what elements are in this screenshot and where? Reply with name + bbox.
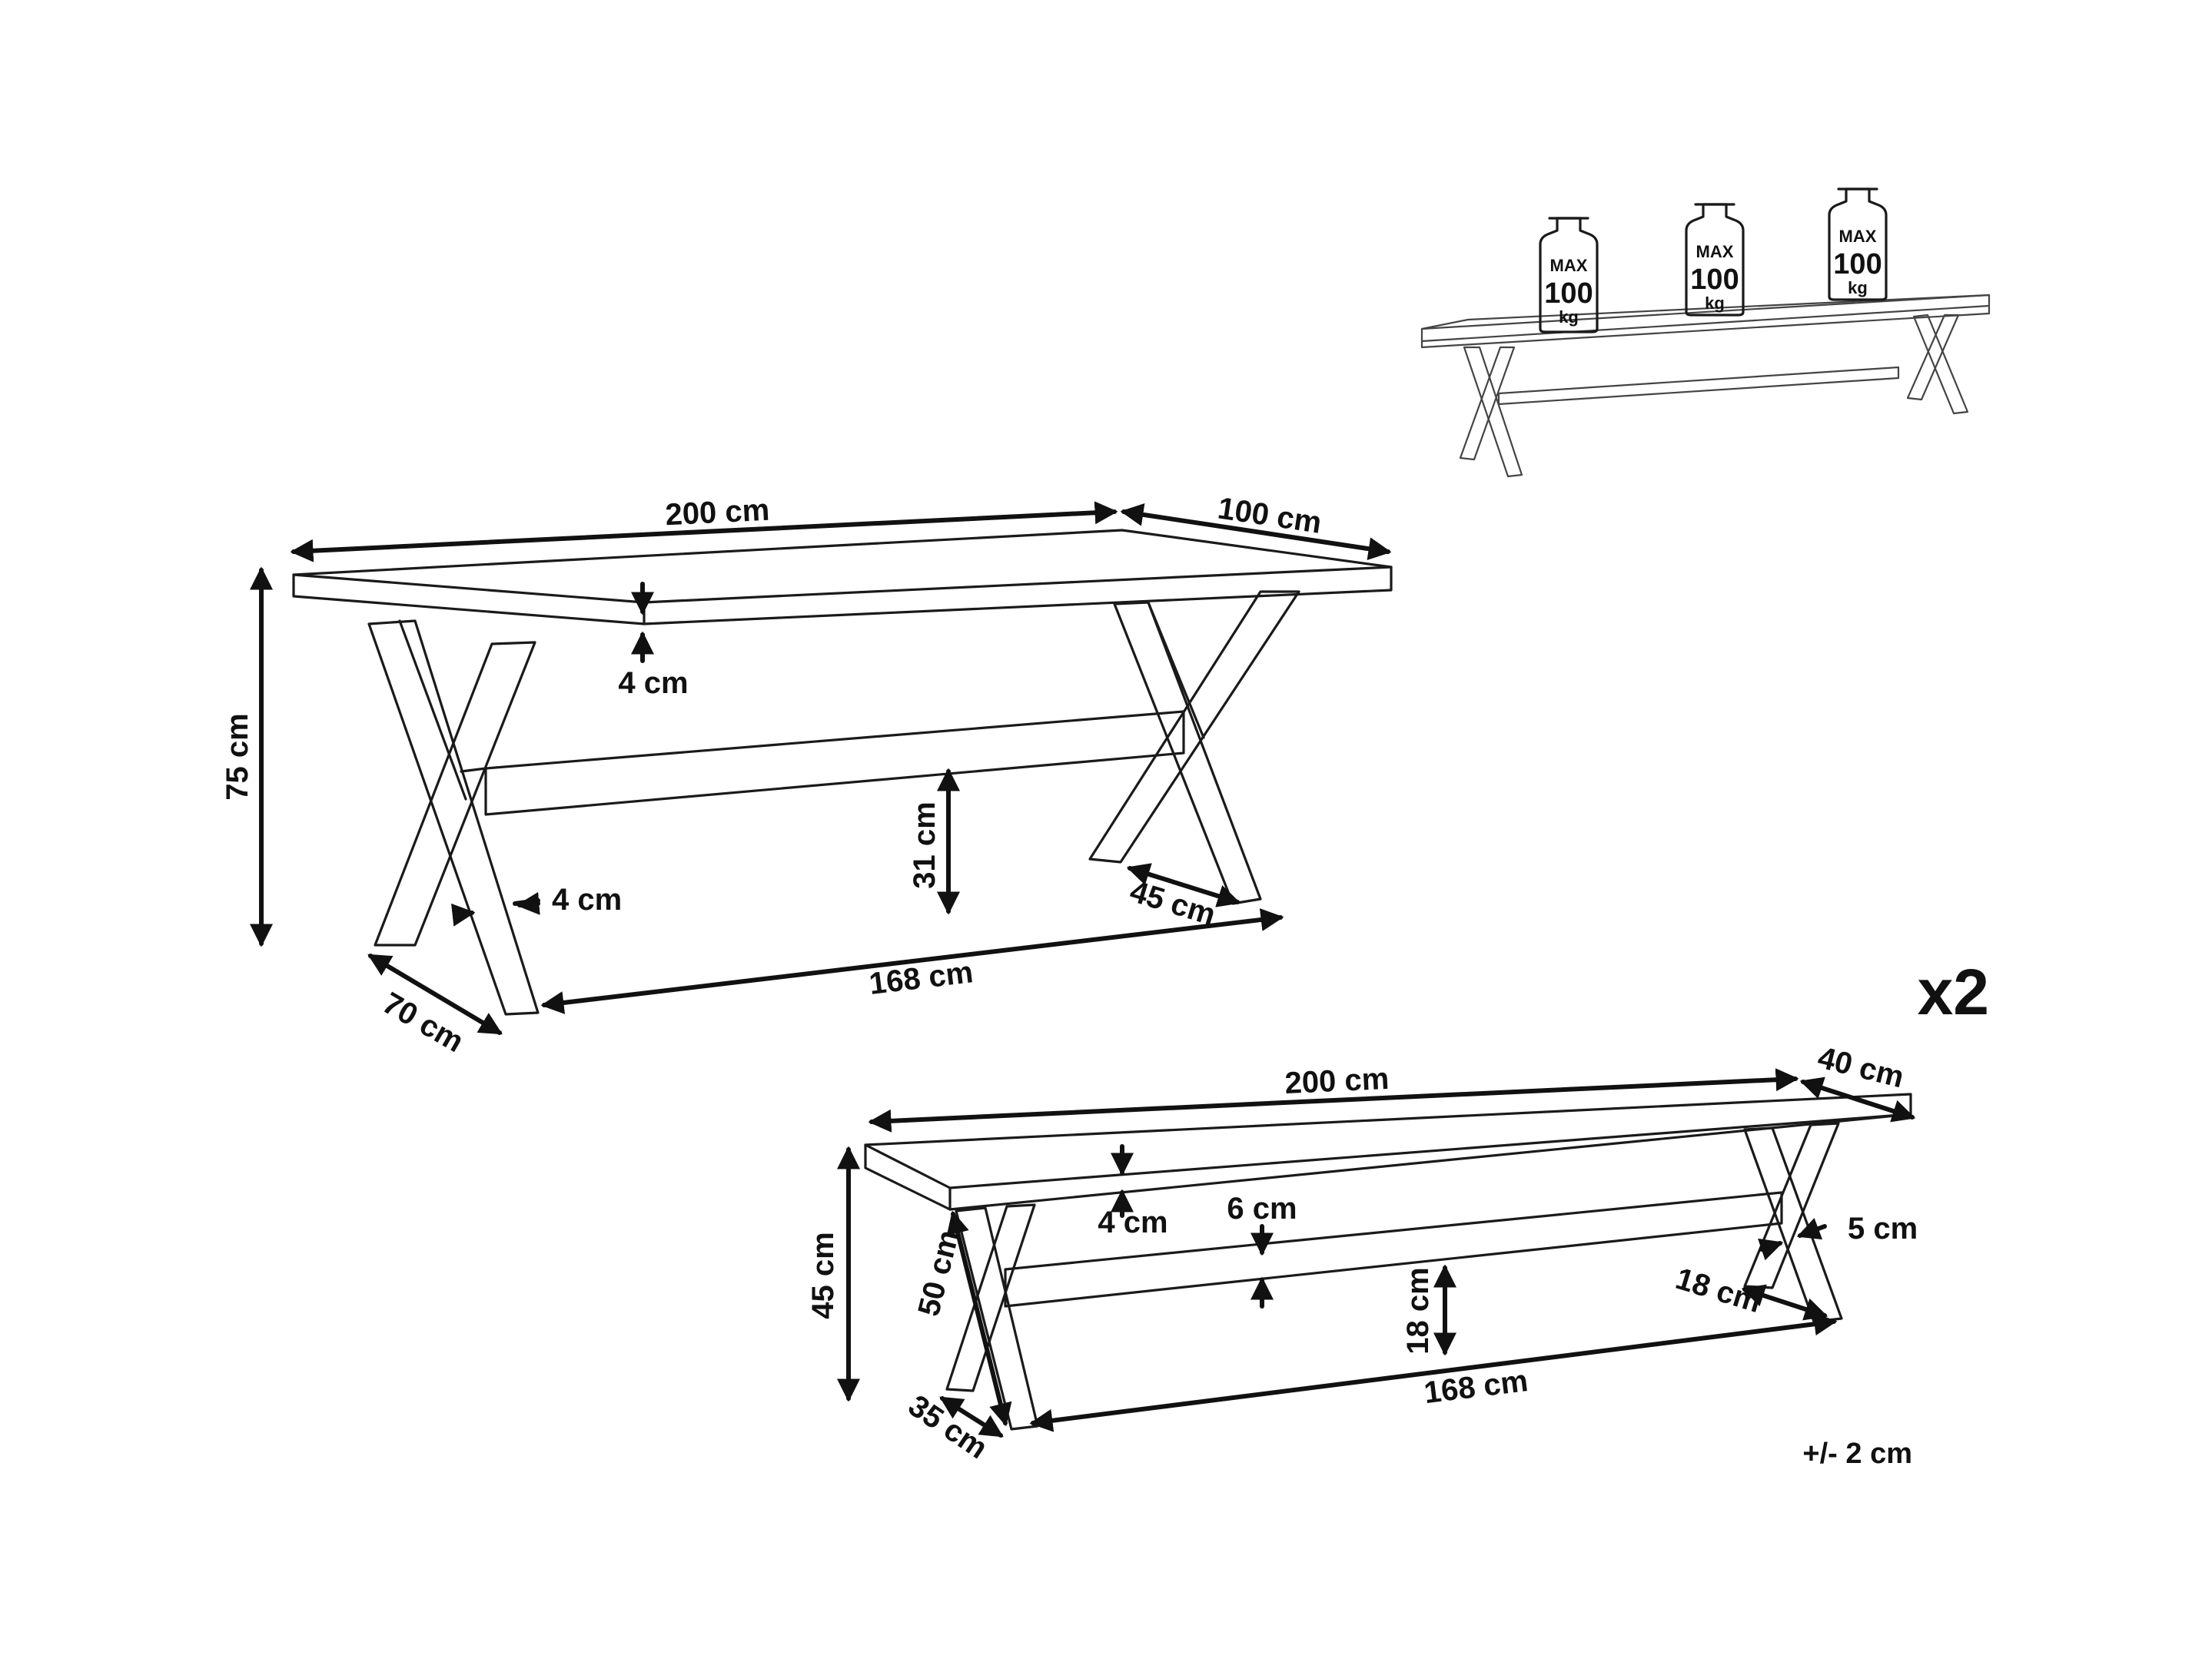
bench-width-line: [1799, 1076, 1916, 1123]
weight-icon-unit: kg: [1705, 294, 1725, 313]
bench-leg-foot-line: [1741, 1284, 1828, 1321]
table-length-line: [290, 501, 1118, 562]
table-leg-span-length-line: [540, 908, 1284, 1014]
table-leg-thickness-label: 4 cm: [552, 883, 622, 917]
bench-leg-length-label: 50 cm: [912, 1227, 965, 1320]
bench-width-label: 40 cm: [1815, 1040, 1908, 1094]
table-leg-span-length-label: 168 cm: [867, 955, 975, 1001]
table-leg-foot-line: [1126, 863, 1241, 907]
weight-icon-value: 100: [1544, 277, 1593, 310]
weight-icon-3: MAX 100 kg: [1828, 187, 1888, 301]
weight-icon-unit: kg: [1559, 307, 1579, 327]
table-leg-thickness-arrow-right: [450, 903, 476, 927]
bench-stretcher-height-label: 18 cm: [1401, 1267, 1435, 1354]
bench-length-label: 200 cm: [1284, 1062, 1390, 1100]
table-stretcher-height-label: 31 cm: [908, 801, 942, 888]
weight-icon-max-label: MAX: [1696, 242, 1734, 261]
bench-leg-span-depth-line: [939, 1396, 1004, 1438]
table-height-label: 75 cm: [221, 713, 254, 800]
load-capacity-illustration: MAX 100 kg MAX 100 kg MAX 100 kg: [1420, 187, 1991, 478]
table-leg-span-depth-label: 70 cm: [377, 986, 469, 1059]
bench-leg-thickness-label: 5 cm: [1848, 1212, 1918, 1246]
weight-icon-max-label: MAX: [1550, 256, 1588, 275]
weight-icon-max-label: MAX: [1839, 227, 1877, 246]
table-width-line: [1120, 503, 1392, 561]
bench-height-label: 45 cm: [806, 1232, 840, 1319]
bench-dimensions: 200 cm 40 cm 45 cm 50 cm 4 cm 6 cm 5 cm …: [806, 1040, 1918, 1465]
table-top-thickness-label: 4 cm: [618, 666, 688, 700]
table-leg-span-depth-line: [367, 954, 503, 1035]
bench-leg-length-line: [946, 1210, 1012, 1427]
bench-length-line: [868, 1068, 1799, 1133]
weight-icon-value: 100: [1690, 264, 1739, 296]
bench-quantity-label: x2: [1918, 956, 1989, 1028]
bench-top-thickness-label: 4 cm: [1098, 1206, 1167, 1239]
bench-stretcher-thickness-label: 6 cm: [1227, 1192, 1297, 1226]
bench-leg-thickness-arrow-left: [1796, 1218, 1827, 1240]
weight-icon-unit: kg: [1848, 278, 1868, 297]
table-length-label: 200 cm: [665, 493, 771, 532]
bench-leg-thickness-arrow-right: [1758, 1238, 1784, 1261]
table-leg-thickness-arrow-left: [516, 891, 540, 915]
small-bench-drawing: [1420, 294, 1991, 478]
weight-icon-1: MAX 100 kg: [1539, 217, 1599, 333]
weight-icon-2: MAX 100 kg: [1685, 203, 1745, 317]
table-drawing: [292, 529, 1393, 1016]
tolerance-note: +/- 2 cm: [1802, 1438, 1912, 1470]
bench-leg-span-length-line: [1029, 1312, 1838, 1432]
weight-icon-value: 100: [1833, 248, 1882, 280]
